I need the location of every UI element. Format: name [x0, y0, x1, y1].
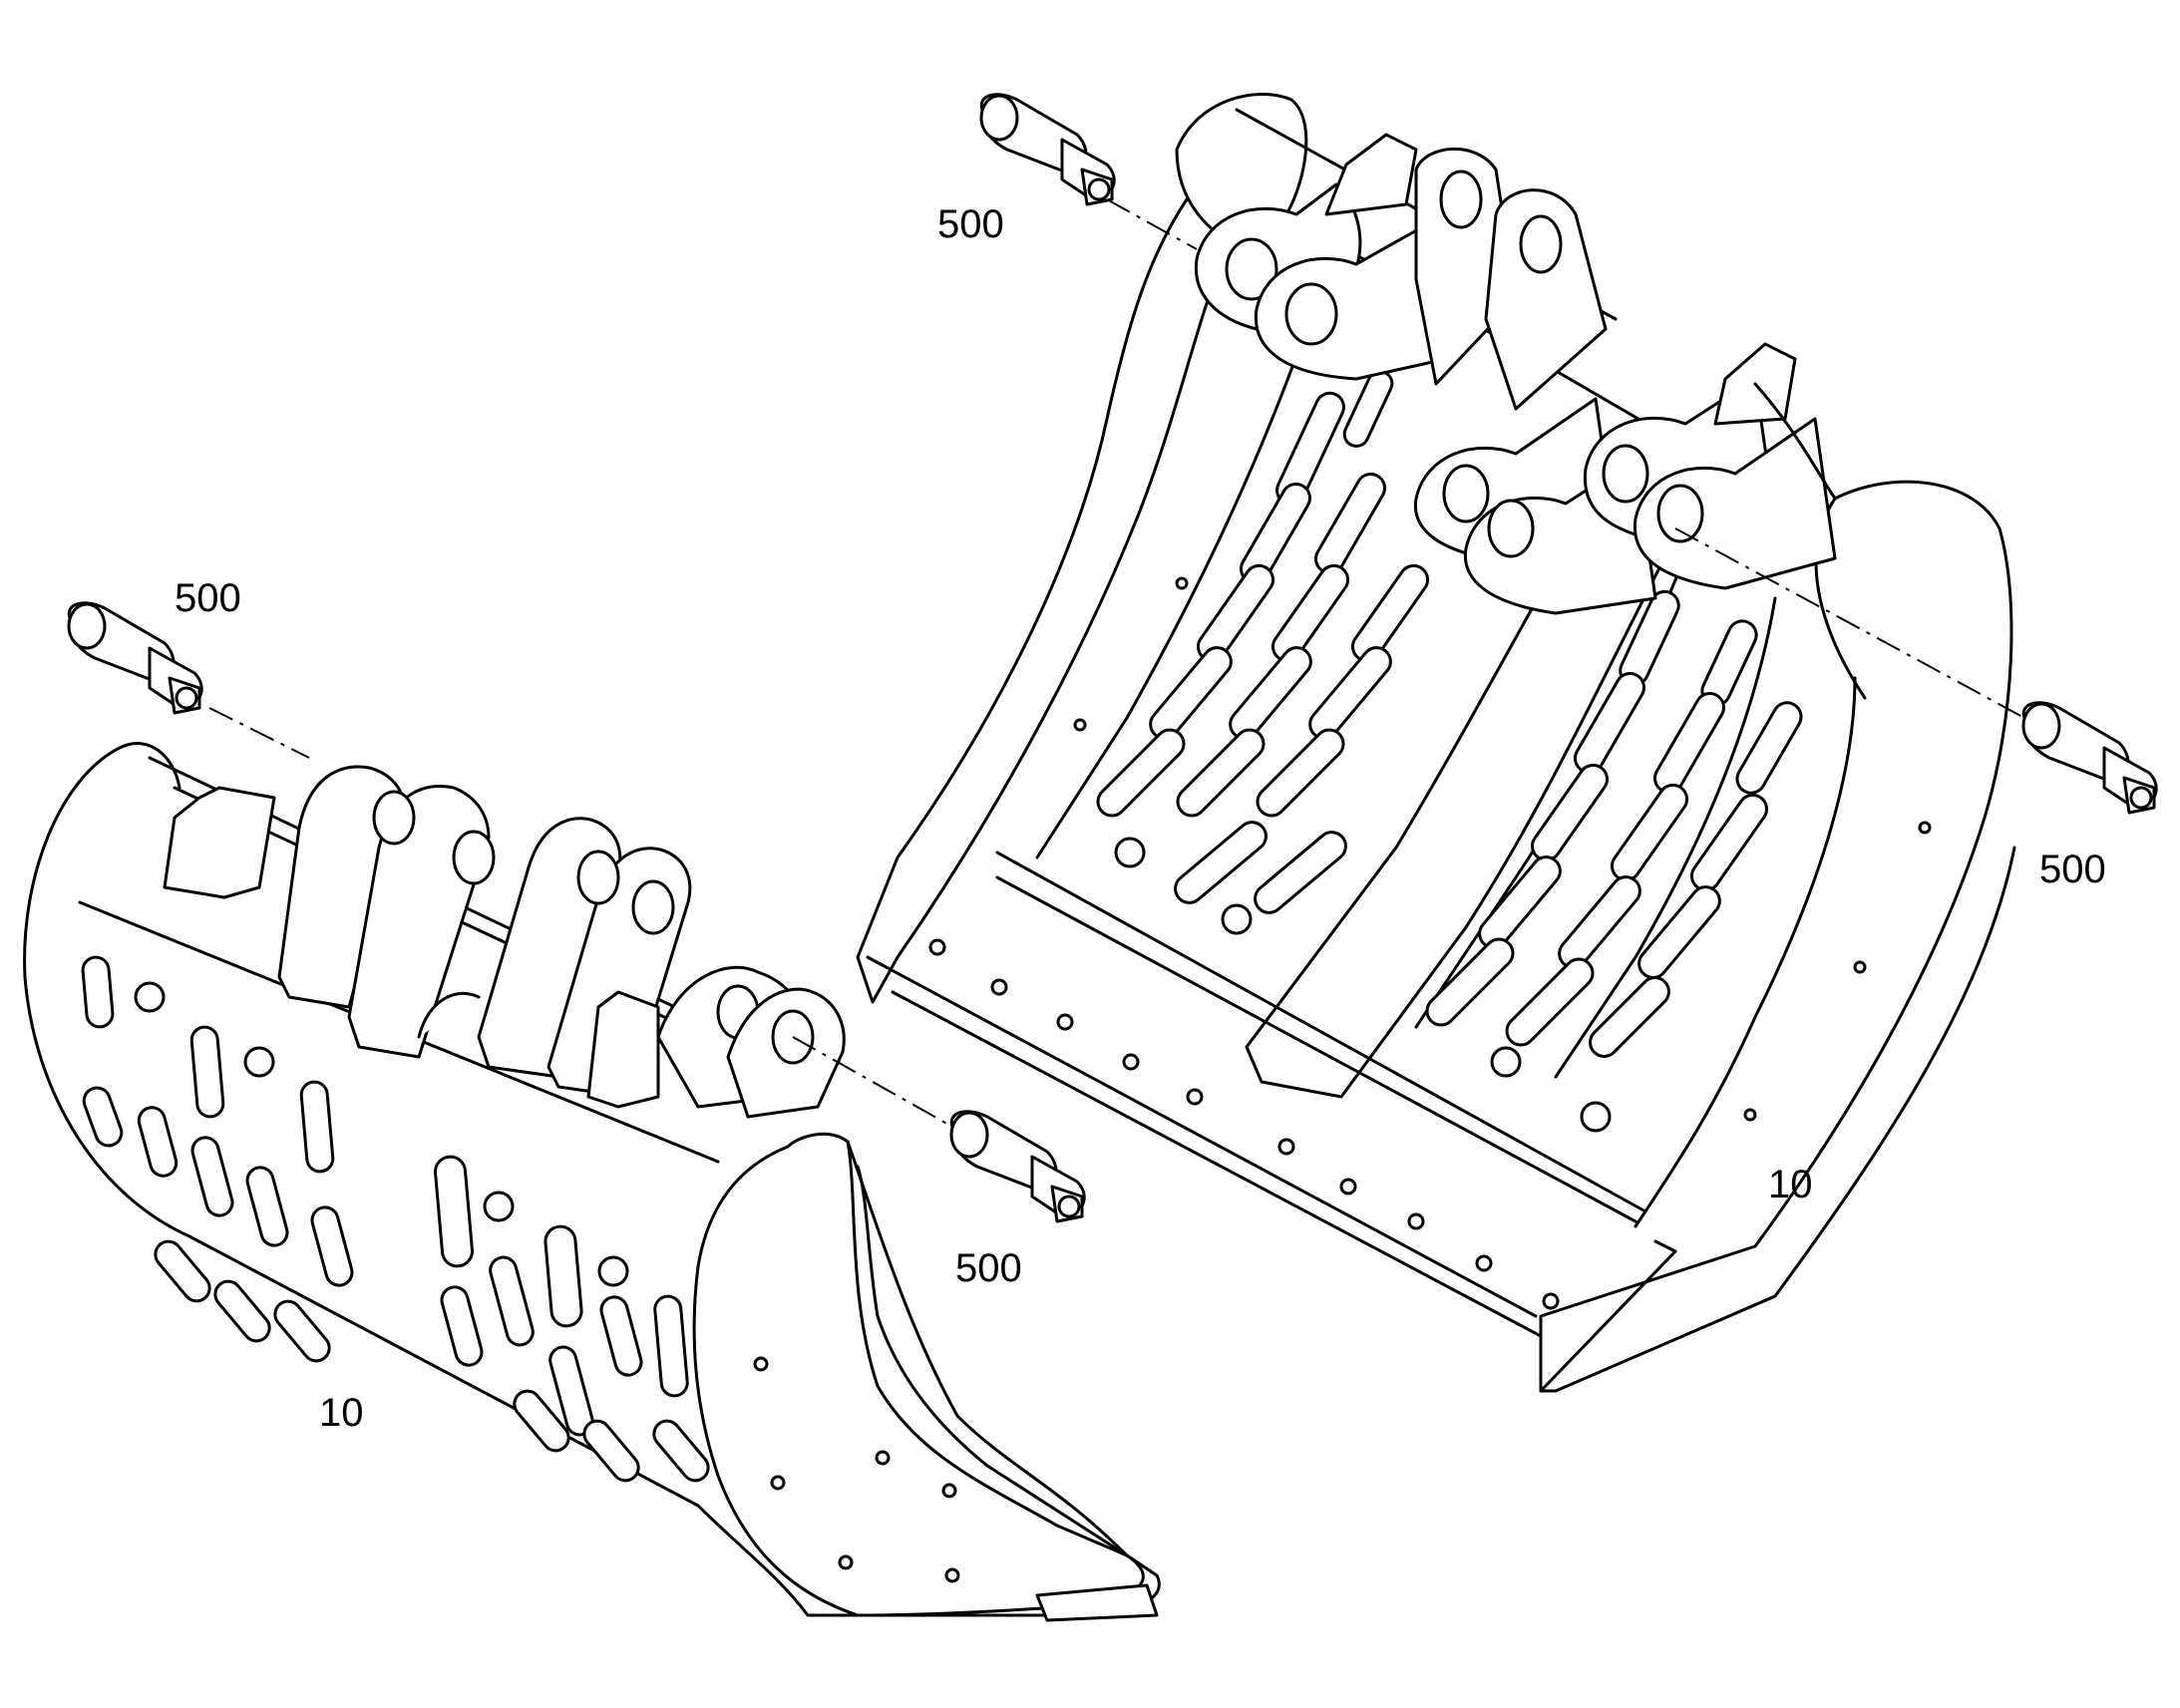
pin-bottom-center-axis [792, 1036, 953, 1128]
right-bucket-right-slots [1425, 589, 1803, 1133]
callout-bucket-left: 10 [319, 1391, 364, 1435]
left-bucket-edge-holes [753, 1356, 960, 1583]
callout-pin-top-center: 500 [937, 202, 1004, 246]
pin-right-axis [1674, 527, 2025, 719]
right-bucket-edge-holes [928, 576, 1932, 1310]
callout-bucket-right: 10 [1768, 1163, 1813, 1206]
callout-pin-right: 500 [2039, 848, 2106, 891]
callout-pin-bottom-center: 500 [955, 1246, 1022, 1290]
right-bucket-left-slots [1096, 370, 1430, 935]
pin-bottom-center [949, 1110, 1086, 1223]
pin-left [67, 601, 203, 715]
right-bucket [856, 92, 2016, 1393]
pin-right [2021, 701, 2158, 815]
pin-top-center [979, 93, 1116, 206]
pin-top-center-axis [1106, 198, 1198, 250]
pin-left-axis [208, 707, 310, 759]
left-bucket-lugs [163, 765, 846, 1119]
left-bucket-slots [81, 955, 710, 1483]
left-bucket [23, 742, 1161, 1622]
callout-pin-left: 500 [175, 576, 241, 620]
right-bucket-lugs [1194, 133, 1837, 615]
